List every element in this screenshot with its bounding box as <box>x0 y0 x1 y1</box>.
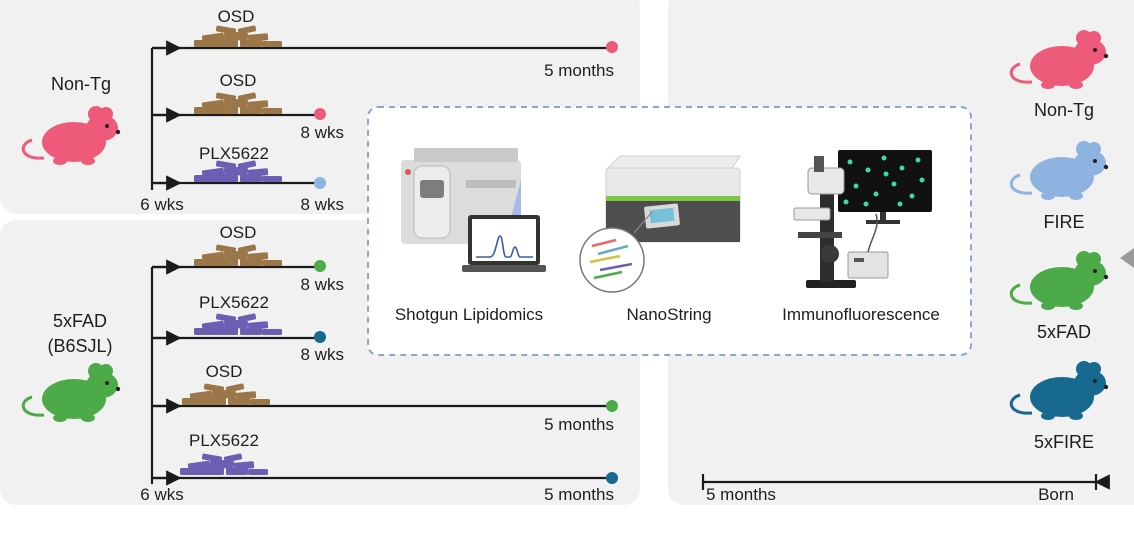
method-label-lipidomics: Shotgun Lipidomics <box>395 305 543 324</box>
nontg-start-label: 6 wks <box>140 195 183 214</box>
fad-arm1-end: 8 wks <box>301 275 344 294</box>
fad-arm2-end: 8 wks <box>301 345 344 364</box>
nanostring-instrument-icon <box>605 155 741 243</box>
nontg-group-label: Non-Tg <box>51 74 111 94</box>
laptop-icon <box>462 215 546 272</box>
endpoint-pin-icon <box>314 331 326 343</box>
endpoint-pin-icon <box>314 108 326 120</box>
nontg-arm1-diet: OSD <box>218 7 255 26</box>
fad-arm4-end: 5 months <box>544 485 614 504</box>
fad-arm2-diet: PLX5622 <box>199 293 269 312</box>
method-label-nanostring: NanoString <box>626 305 711 324</box>
endpoint-pin-icon <box>314 177 326 189</box>
genotype-label-5xfire: 5xFIRE <box>1034 432 1094 452</box>
nontg-arm3-diet: PLX5622 <box>199 144 269 163</box>
magnified-probes-icon <box>579 211 653 293</box>
fad-start-label: 6 wks <box>140 485 183 504</box>
nontg-arm2-diet: OSD <box>220 71 257 90</box>
arrow-head-icon <box>1120 248 1134 268</box>
endpoint-pin-icon <box>606 41 618 53</box>
nontg-arm3-end: 8 wks <box>301 195 344 214</box>
genotype-label-fire: FIRE <box>1043 212 1084 232</box>
fad-arm4-diet: PLX5622 <box>189 431 259 450</box>
fad-arm1-diet: OSD <box>220 223 257 242</box>
fad-arm3-end: 5 months <box>544 415 614 434</box>
method-label-immunofluorescence: Immunofluorescence <box>782 305 940 324</box>
genotype-label-5xfad: 5xFAD <box>1037 322 1091 342</box>
timeline-left-label: 5 months <box>706 485 776 504</box>
fad-arm3-diet: OSD <box>206 362 243 381</box>
fad-group-label-line1: 5xFAD <box>53 311 107 331</box>
nontg-arm1-end: 5 months <box>544 61 614 80</box>
fluorescence-monitor-icon <box>838 150 932 224</box>
endpoint-pin-icon <box>314 260 326 272</box>
endpoint-pin-icon <box>606 472 618 484</box>
endpoint-pin-icon <box>606 400 618 412</box>
nontg-arm2-end: 8 wks <box>301 123 344 142</box>
microscope-icon <box>793 156 889 288</box>
timeline-right-label: Born <box>1038 485 1074 504</box>
fad-group-label-line2: (B6SJL) <box>47 336 112 356</box>
genotype-label-nontg: Non-Tg <box>1034 100 1094 120</box>
